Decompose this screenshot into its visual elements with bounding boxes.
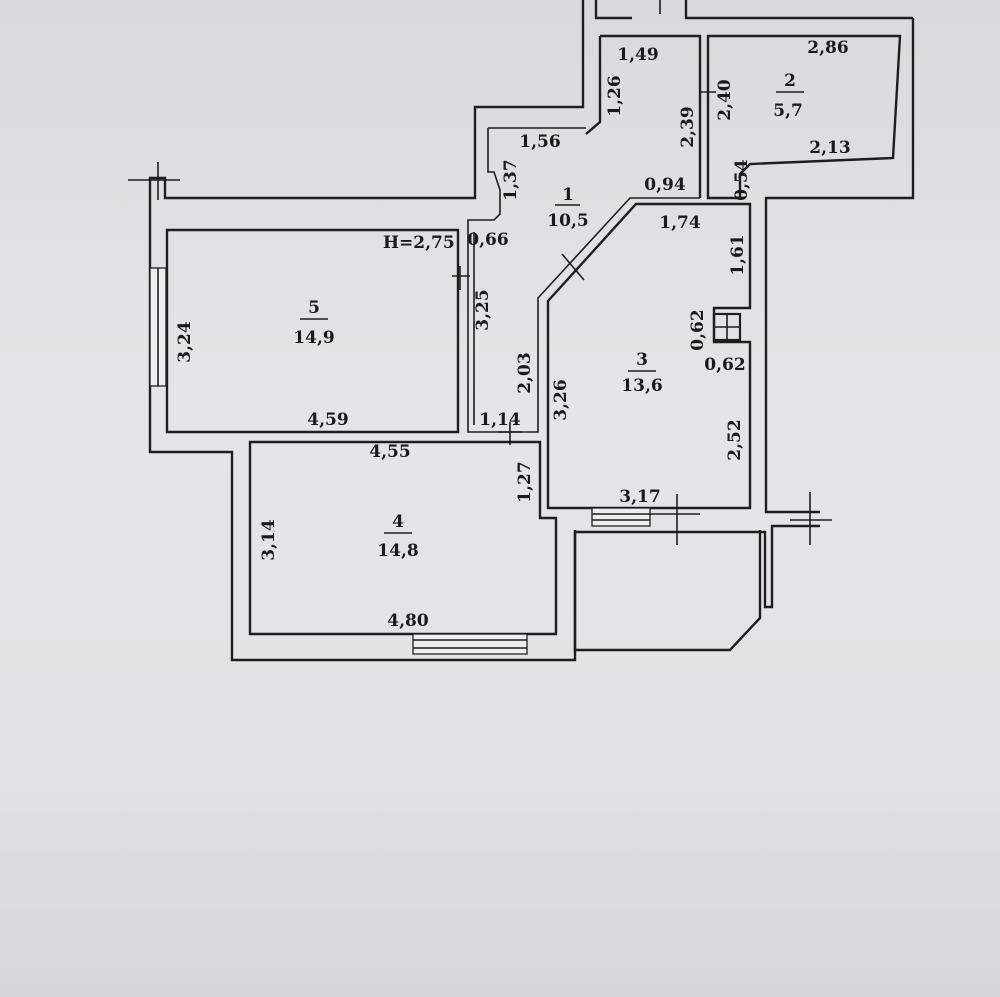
dim-1-14: 1,14 [479,410,521,430]
dim-1-56: 1,56 [519,132,560,152]
dim-3-14: 3,14 [259,519,279,561]
dim-0-94: 0,94 [644,175,686,195]
dim-0-66: 0,66 [467,230,508,250]
cross-mark-bottom [650,494,700,545]
dim-2-52: 2,52 [725,419,745,460]
dim-1-49: 1,49 [617,45,658,65]
dim-2-03: 2,03 [515,352,535,393]
dim-3-26: 3,26 [551,379,571,420]
dim-1-61: 1,61 [728,234,748,275]
room-3-area: 13,6 [621,376,662,396]
window-room-4 [412,633,528,655]
dim-1-37: 1,37 [501,159,521,200]
dim-1-27: 1,27 [515,461,535,502]
dim-4-80: 4,80 [387,611,429,631]
room-3-number: 3 [636,350,648,370]
balcony-outline [573,530,762,652]
room-2-number: 2 [784,71,796,91]
dim-0-62-horizontal: 0,62 [704,355,745,375]
corridor-top-outline [585,34,702,198]
ceiling-height-label: H=2,75 [383,233,455,253]
room-2-area: 5,7 [773,101,803,121]
room-4-number: 4 [392,512,404,532]
room-1-area: 10,5 [547,211,588,231]
dim-0-62-vertical: 0,62 [688,309,708,350]
room-5-area: 14,9 [293,328,334,348]
cross-mark-room-5 [452,266,470,290]
room-1-number: 1 [562,185,574,205]
dim-0-54: 0,54 [732,159,752,201]
room-5-outline [165,228,460,434]
cross-mark-room-2 [700,84,716,102]
cross-mark-left [128,162,180,200]
room-5-number: 5 [308,298,320,318]
corridor-outline [467,127,700,433]
outer-wall [148,0,915,662]
dim-2-86: 2,86 [807,38,848,58]
dim-2-39: 2,39 [678,106,698,147]
dim-2-40: 2,40 [715,79,735,121]
window-room-3 [591,507,651,527]
dim-4-55: 4,55 [369,442,410,462]
cross-mark-right [790,492,832,545]
dim-3-17: 3,17 [619,487,660,507]
room-4-outline [248,440,558,636]
dim-1-26: 1,26 [605,75,625,116]
room-4-area: 14,8 [377,541,418,561]
cross-mark-corridor [498,422,522,445]
dim-3-24: 3,24 [175,321,195,363]
dim-4-59: 4,59 [307,410,348,430]
dim-2-13: 2,13 [809,138,850,158]
dim-3-25: 3,25 [473,289,493,330]
cross-mark-diagonal [561,253,585,281]
room-2-outline [706,34,902,200]
dim-1-74: 1,74 [659,213,701,233]
